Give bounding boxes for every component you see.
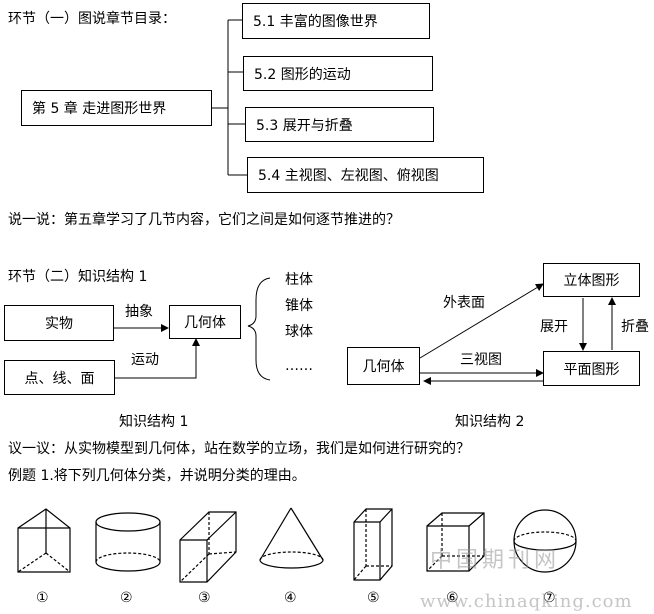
plane-figure-label: 平面图形 xyxy=(563,361,620,378)
fold-label: 折叠 xyxy=(621,319,649,335)
list-ellipsis: …… xyxy=(285,358,313,374)
shape-label-2: ② xyxy=(120,590,133,606)
motion-label: 运动 xyxy=(131,352,159,368)
shape-label-5: ⑤ xyxy=(367,590,380,606)
point-line-face-label: 点、线、面 xyxy=(24,370,95,387)
section2-heading: 环节（二）知识结构 1 xyxy=(8,269,148,285)
shape-label-7: ⑦ xyxy=(543,590,556,606)
tall-cuboid-icon xyxy=(353,508,393,581)
example-question: 例题 1.将下列几何体分类，并说明分类的理由。 xyxy=(8,468,306,484)
abstract-label: 抽象 xyxy=(125,304,153,320)
toc-item-5-4: 5.4 主视图、左视图、俯视图 xyxy=(247,157,484,193)
list-pyramid: 锥体 xyxy=(285,298,313,314)
real-object-label: 实物 xyxy=(45,316,73,332)
toc-item-5-1: 5.1 丰富的图像世界 xyxy=(242,3,430,39)
toc-item-label: 5.3 展开与折叠 xyxy=(256,117,353,134)
caption-structure-2: 知识结构 2 xyxy=(455,414,525,430)
prompt-discuss: 议一议：从实物模型到几何体，站在数学的立场，我们是如何进行研究的？ xyxy=(8,441,470,457)
cylinder-icon xyxy=(95,512,161,572)
unfold-label: 展开 xyxy=(540,319,568,335)
cone-icon xyxy=(259,507,324,569)
sphere-icon xyxy=(513,509,577,573)
prompt-say: 说一说：第五章学习了几节内容，它们之间是如何逐节推进的？ xyxy=(8,212,400,228)
rectangular-prism-icon xyxy=(179,511,237,583)
watermark-url: www.chinaqking.com xyxy=(420,591,633,612)
chapter-box: 第 5 章 走进图形世界 xyxy=(21,90,212,126)
shape-label-4: ④ xyxy=(284,590,297,606)
list-prism: 柱体 xyxy=(285,272,313,288)
three-view-label: 三视图 xyxy=(460,352,502,368)
triangular-prism-icon xyxy=(17,508,71,573)
cube-icon xyxy=(426,512,485,572)
solid-label-2: 几何体 xyxy=(362,359,405,375)
chapter-title: 第 5 章 走进图形世界 xyxy=(32,101,167,117)
plane-figure-box: 平面图形 xyxy=(543,351,640,386)
toc-item-label: 5.1 丰富的图像世界 xyxy=(253,14,378,30)
toc-item-5-2: 5.2 图形的运动 xyxy=(243,56,433,91)
solid-label-1: 几何体 xyxy=(184,315,226,331)
shape-label-6: ⑥ xyxy=(446,590,459,606)
solid-figure-box: 立体图形 xyxy=(543,263,640,297)
toc-item-label: 5.2 图形的运动 xyxy=(254,66,351,83)
toc-item-label: 5.4 主视图、左视图、俯视图 xyxy=(258,168,439,184)
caption-structure-1: 知识结构 1 xyxy=(119,414,189,430)
solid-box-1: 几何体 xyxy=(169,305,241,339)
shape-label-1: ① xyxy=(36,590,49,606)
toc-item-5-3: 5.3 展开与折叠 xyxy=(245,107,434,142)
section1-heading: 环节（一）图说章节目录： xyxy=(8,11,176,27)
point-line-face-box: 点、线、面 xyxy=(4,360,115,395)
list-sphere: 球体 xyxy=(285,324,313,340)
watermark-cn: 中国期刊网 xyxy=(430,548,561,573)
shape-label-3: ③ xyxy=(198,590,211,606)
solid-box-2: 几何体 xyxy=(347,347,420,385)
real-object-box: 实物 xyxy=(4,305,114,341)
surface-label: 外表面 xyxy=(443,295,485,311)
solid-figure-label: 立体图形 xyxy=(563,273,620,289)
